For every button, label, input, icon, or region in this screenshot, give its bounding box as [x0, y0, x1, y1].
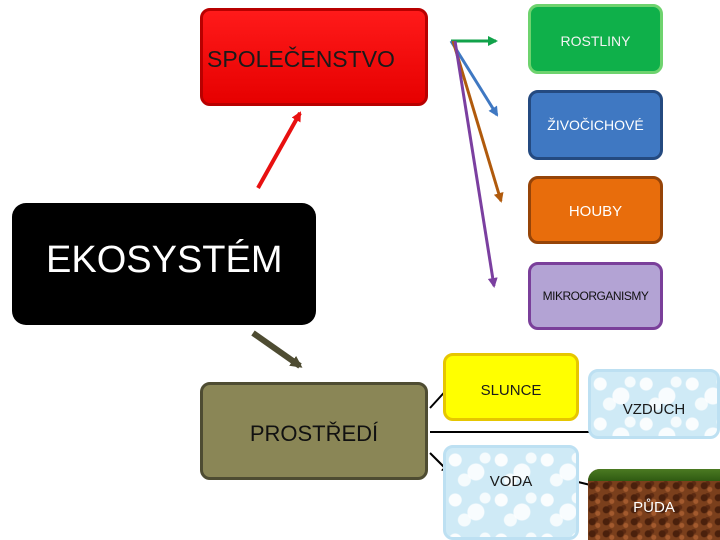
environment-label: PROSTŘEDÍ: [249, 421, 379, 446]
animals-label: ŽIVOČICHOVÉ: [547, 117, 644, 133]
water-box: VODA: [443, 445, 579, 540]
plants-box: ROSTLINY: [528, 4, 663, 74]
water-label: VODA: [489, 473, 533, 490]
arrow-ecosystem-to-environment: [251, 330, 303, 369]
arrow-ecosystem-to-society: [256, 111, 302, 189]
soil-box: PŮDA: [588, 469, 720, 540]
animals-box: ŽIVOČICHOVÉ: [528, 90, 663, 160]
sun-box: SLUNCE: [443, 353, 579, 421]
air-label: VZDUCH: [622, 400, 686, 418]
plants-label: ROSTLINY: [560, 33, 631, 49]
microorganisms-label: MIKROORGANISMY: [542, 289, 649, 303]
environment-box: PROSTŘEDÍ: [200, 382, 428, 480]
society-label: SPOLEČENSTVO: [207, 45, 395, 72]
microorganisms-box: MIKROORGANISMY: [528, 262, 663, 330]
arrow-to-microbes: [453, 40, 498, 288]
arrow-to-animals: [449, 40, 499, 117]
soil-label: PŮDA: [633, 499, 675, 516]
fungi-label: HOUBY: [568, 203, 623, 220]
grass-strip: [588, 469, 720, 481]
ecosystem-box: EKOSYSTÉM: [12, 203, 316, 325]
society-box: SPOLEČENSTVO: [200, 8, 428, 106]
sun-label: SLUNCE: [480, 382, 542, 399]
ecosystem-label: EKOSYSTÉM: [46, 238, 283, 281]
arrow-to-fungi: [451, 40, 504, 203]
air-box: VZDUCH: [588, 369, 720, 439]
fungi-box: HOUBY: [528, 176, 663, 244]
